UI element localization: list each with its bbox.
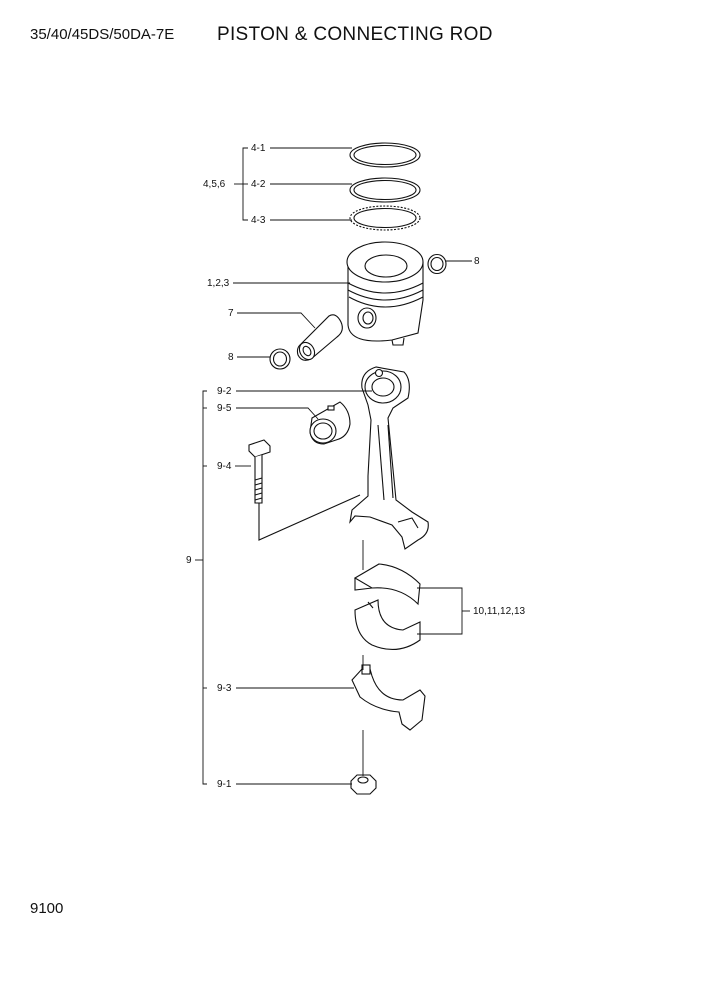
circlip-8-upper (427, 253, 447, 275)
connecting-rod (349, 366, 429, 550)
piston-pin (296, 314, 343, 361)
leader-lines (195, 147, 472, 785)
callout-9-2: 9-2 (217, 386, 232, 397)
callout-10-11-12-13: 10,11,12,13 (473, 606, 526, 617)
piston-ring-4-3 (349, 205, 421, 231)
callout-9-3: 9-3 (217, 683, 232, 694)
callout-4-3: 4-3 (251, 215, 266, 226)
piston-ring-4-2 (349, 177, 421, 203)
callout-7: 7 (228, 308, 234, 319)
callout-4-5-6: 4,5,6 (203, 179, 226, 190)
callout-8-upper: 8 (474, 256, 480, 267)
connecting-rod-cap (351, 664, 426, 731)
callout-9: 9 (186, 555, 192, 566)
piston-ring-4-1 (349, 142, 421, 168)
callout-4-2: 4-2 (251, 179, 266, 190)
circlip-8-lower (269, 348, 291, 370)
callout-9-5: 9-5 (217, 403, 232, 414)
connecting-rod-bolt (248, 439, 361, 541)
callout-4-1: 4-1 (251, 143, 266, 154)
model-code: 35/40/45DS/50DA-7E (30, 26, 175, 43)
page-title: PISTON & CONNECTING ROD (217, 24, 493, 45)
callout-8-lower: 8 (228, 352, 234, 363)
piston (346, 241, 424, 346)
page-number: 9100 (30, 900, 64, 917)
bearing-shell-lower (354, 599, 421, 651)
bearing-shell-upper (353, 563, 421, 606)
callout-1-2-3: 1,2,3 (207, 278, 230, 289)
callout-9-1: 9-1 (217, 779, 232, 790)
connecting-rod-nut (350, 774, 377, 795)
callout-9-4: 9-4 (217, 461, 232, 472)
small-end-bushing (309, 401, 351, 445)
